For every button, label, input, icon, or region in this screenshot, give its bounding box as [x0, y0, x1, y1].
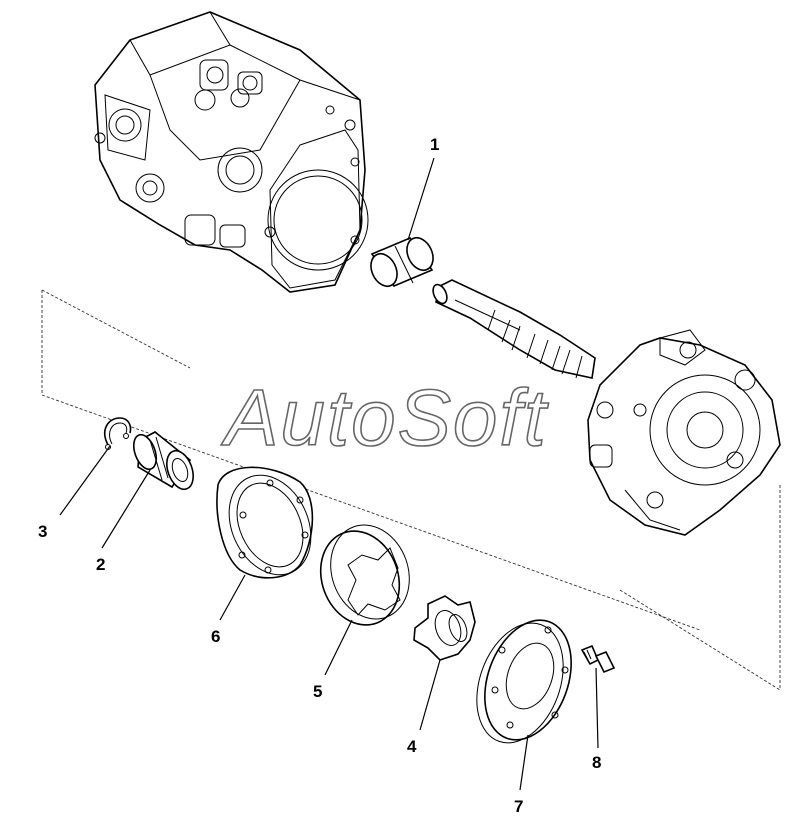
leader-lines	[59, 157, 599, 791]
shaft-icon	[432, 279, 596, 379]
gerotor-outer-ring-icon	[319, 524, 410, 626]
ring-housing-icon	[216, 466, 314, 579]
callout-8: 8	[592, 753, 601, 772]
pump-body-icon	[94, 11, 369, 293]
bolt-icon	[580, 644, 616, 674]
snap-ring-icon	[104, 417, 132, 450]
end-plate-icon	[476, 619, 572, 744]
callout-1: 1	[430, 135, 439, 154]
cover-housing-icon	[587, 329, 781, 536]
gerotor-inner-rotor-icon	[413, 595, 476, 661]
callout-3: 3	[38, 522, 47, 541]
callout-7: 7	[514, 797, 523, 816]
callout-6: 6	[211, 627, 220, 646]
gear-drive-icon	[132, 431, 194, 491]
callout-2: 2	[96, 555, 105, 574]
bushing-icon	[370, 236, 434, 288]
callout-5: 5	[313, 682, 322, 701]
watermark-text: AutoSoft	[221, 373, 549, 462]
callout-4: 4	[407, 737, 417, 756]
